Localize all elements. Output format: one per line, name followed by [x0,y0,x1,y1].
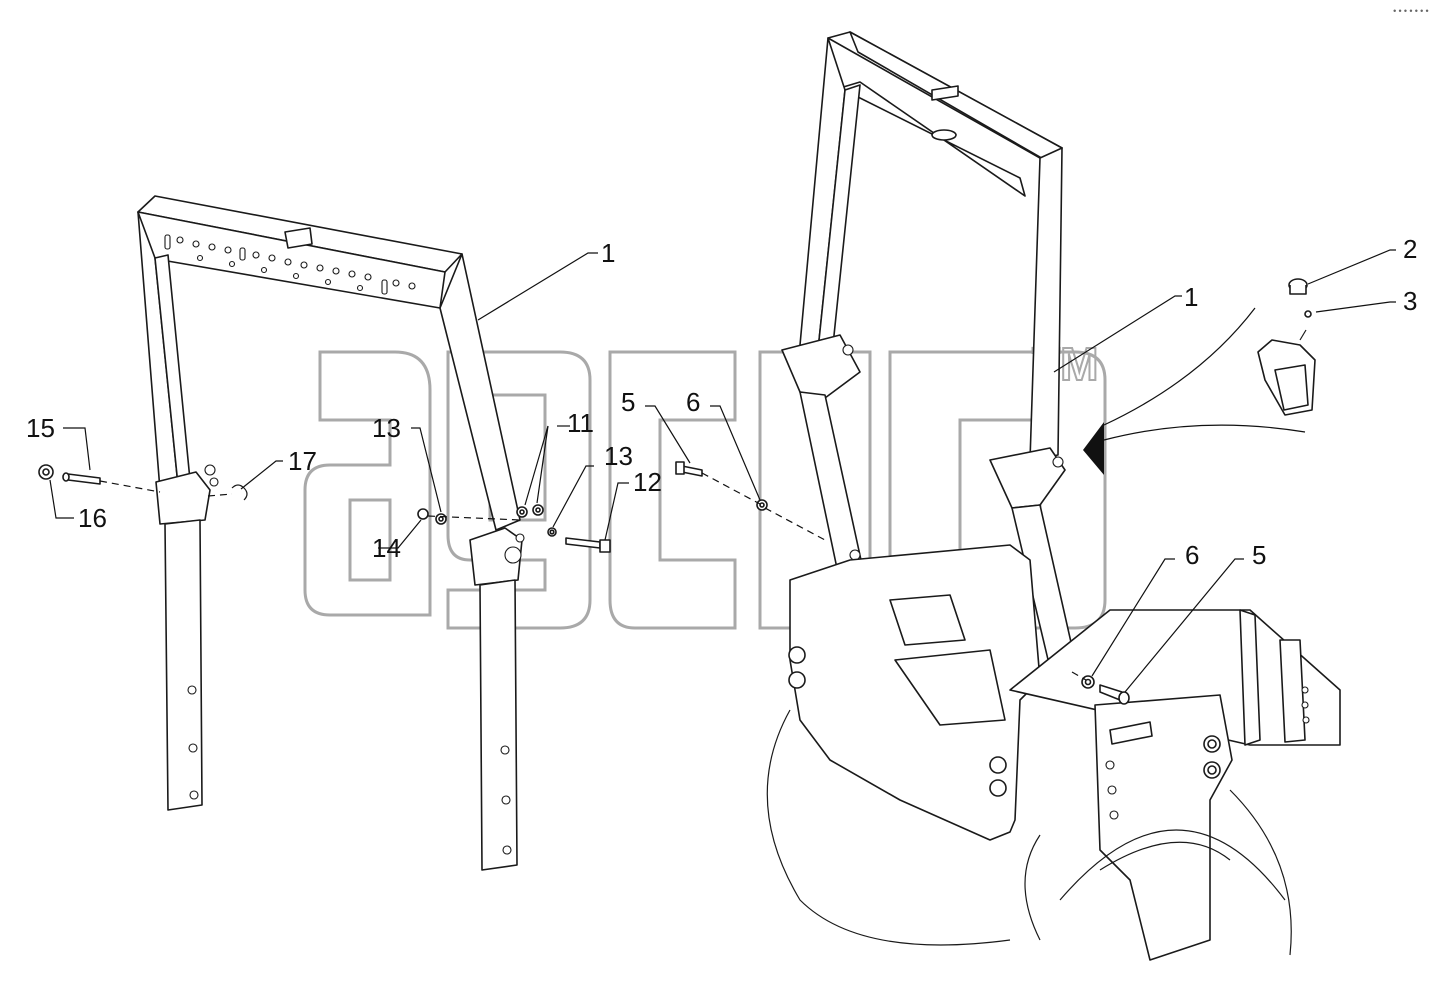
leader-lines [49,249,1396,693]
callout-6-lower: 6 [1185,540,1199,570]
frame-left-lower-leg [164,519,203,811]
right-hinge-bracket [469,527,523,586]
left-hinge-bracket [155,471,211,525]
machine-side-plate [1094,694,1233,961]
frame-right-lower-leg [479,579,518,871]
callout-1-left: 1 [601,238,615,268]
hardware-bolt-upper [675,461,703,477]
callout-11: 11 [567,408,594,438]
rops-right-upper-leg [1029,147,1063,461]
right-frame-assembly [675,31,1341,961]
callout-3: 3 [1403,286,1417,316]
hardware-clip [231,484,248,501]
callout-12: 12 [633,467,662,497]
callout-6-upper: 6 [686,387,700,417]
machine-chassis [789,544,1041,841]
callout-14: 14 [372,533,401,563]
callout-2: 2 [1403,234,1417,264]
callout-13-upper: 13 [372,413,401,443]
hardware-bolt [565,537,611,553]
callout-5-lower: 5 [1252,540,1266,570]
rops-left-hinge [781,334,861,399]
drum-outline [766,709,1011,946]
callout-1-right: 1 [1184,282,1198,312]
callout-16: 16 [78,503,107,533]
hardware-nut [1304,310,1312,318]
hardware-knob [1288,278,1308,295]
corner-reference: ••••••• [1392,7,1430,17]
view-direction-arrow [1083,422,1104,475]
left-frame-assembly [38,195,611,871]
callouts: 1 1 2 3 15 16 17 13 14 11 13 12 5 6 6 5 [26,234,1417,570]
frame-hole-pattern [164,234,416,295]
callout-17: 17 [288,446,317,476]
hardware-pin [62,472,101,485]
callout-15: 15 [26,413,55,443]
hardware-bolt-lower [1099,684,1130,705]
hardware-washer-lower [1081,675,1095,689]
callout-13-lower: 13 [604,441,633,471]
rops-right-hinge [989,447,1066,509]
latch-bracket [1257,329,1316,416]
hardware-ring [38,464,54,480]
frame-right-upper-leg [439,253,521,531]
hardware-washer-upper [756,499,768,511]
callout-5-upper: 5 [621,387,635,417]
